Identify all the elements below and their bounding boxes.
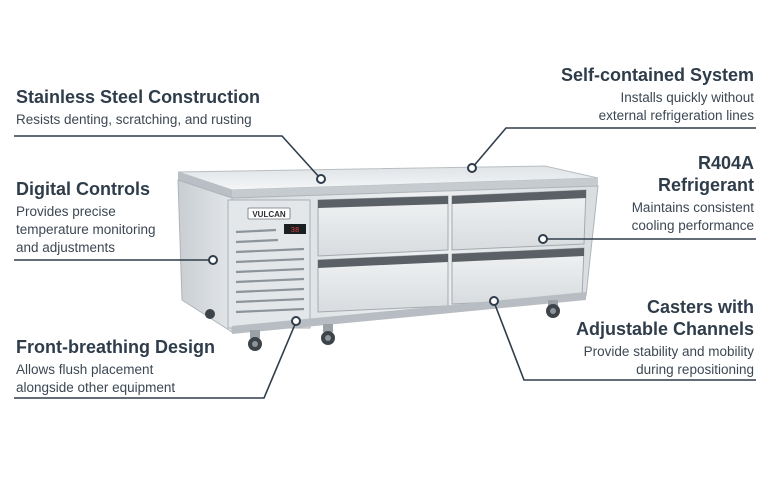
callout-title: Casters with: [646, 297, 754, 317]
dot-r404a: [538, 234, 548, 244]
leader-dots: [208, 163, 548, 326]
dot-front: [291, 316, 301, 326]
callout-digital: Digital Controls Provides precise temper…: [16, 178, 156, 257]
leader-front: [14, 321, 297, 399]
callout-desc: Installs quickly without: [620, 90, 754, 105]
callout-desc: Provides precise: [16, 204, 116, 219]
callout-desc: and adjustments: [16, 240, 116, 255]
callout-title: R404A: [697, 153, 754, 173]
drawer-top-left: [317, 195, 449, 257]
vent-louvers: [235, 228, 305, 314]
drawers: [317, 189, 587, 313]
leader-lines: [14, 127, 756, 399]
callout-desc: during repositioning: [636, 362, 754, 377]
caster-left-rear: [205, 309, 215, 319]
callout-front-breathing: Front-breathing Design Allows flush plac…: [16, 336, 215, 397]
brand-badge: VULCAN: [252, 210, 286, 219]
callout-desc: alongside other equipment: [16, 380, 176, 395]
countertop-lip: [232, 178, 598, 198]
callout-self-contained: Self-contained System Installs quickly w…: [561, 64, 754, 125]
callout-stainless: Stainless Steel Construction Resists den…: [16, 86, 260, 129]
dot-digital: [208, 255, 218, 265]
callout-title: Front-breathing Design: [16, 337, 215, 357]
dot-stainless: [316, 174, 326, 184]
caster-left-front: [248, 330, 262, 351]
leader-stainless: [14, 135, 321, 179]
callout-casters: Casters with Adjustable Channels Provide…: [576, 296, 754, 379]
drawer-top-right: [451, 189, 587, 251]
callout-desc: cooling performance: [631, 218, 754, 233]
callout-title: Stainless Steel Construction: [16, 87, 261, 107]
callout-title: Refrigerant: [657, 175, 754, 195]
callout-r404a: R404A Refrigerant Maintains consistent c…: [632, 152, 754, 235]
callout-desc: external refrigeration lines: [598, 108, 754, 123]
side-panel: [177, 179, 233, 333]
dot-selfcontained: [467, 163, 477, 173]
leader-selfcontained: [471, 127, 756, 169]
casters: [205, 300, 560, 351]
callout-title: Self-contained System: [560, 65, 754, 85]
display-readout: 38: [291, 227, 299, 235]
callout-desc: Provide stability and mobility: [583, 344, 754, 359]
leader-casters: [493, 301, 756, 381]
digital-display: [284, 224, 306, 234]
callout-desc: Maintains consistent: [631, 200, 754, 215]
callout-desc: Resists denting, scratching, and rusting: [16, 112, 252, 127]
caster-mid-front: [321, 324, 335, 345]
caster-right-front: [546, 300, 560, 318]
callout-title: Adjustable Channels: [575, 319, 754, 339]
callout-desc: temperature monitoring: [16, 222, 156, 237]
dot-casters: [489, 296, 499, 306]
callout-desc: Allows flush placement: [16, 362, 154, 377]
callout-title: Digital Controls: [16, 179, 150, 199]
